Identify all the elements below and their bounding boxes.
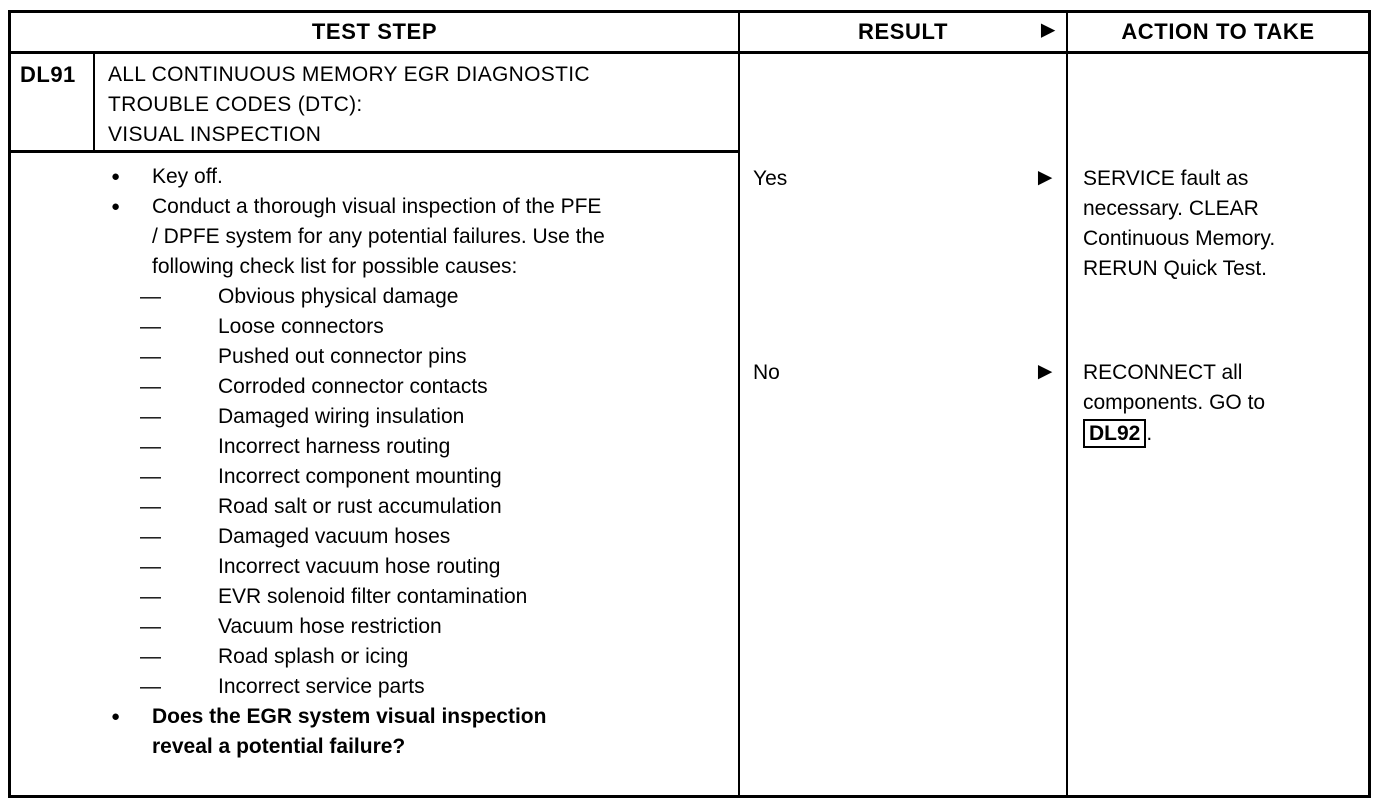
dash-icon: —: [140, 345, 161, 368]
checklist-item-text: Pushed out connector pins: [218, 345, 467, 368]
step-title-row: DL91 ALL CONTINUOUS MEMORY EGR DIAGNOSTI…: [11, 54, 738, 153]
checklist-item-text: Incorrect service parts: [218, 675, 425, 698]
bullet-icon: ●: [111, 708, 121, 725]
dash-icon: —: [140, 375, 161, 398]
table-header-row: TEST STEP RESULT ► ACTION TO TAKE: [11, 13, 1368, 54]
step-title: ALL CONTINUOUS MEMORY EGR DIAGNOSTIC TROU…: [95, 54, 590, 150]
column-header-result: RESULT ►: [738, 13, 1066, 51]
checklist-item: — Damaged wiring insulation: [140, 402, 738, 432]
result-no-row: No ►: [753, 358, 1057, 388]
action-no-prefix: RECONNECT all components. GO to: [1083, 361, 1266, 414]
dash-icon: —: [140, 675, 161, 698]
checklist-item-text: Loose connectors: [218, 315, 384, 338]
checklist-item-text: Incorrect harness routing: [218, 435, 451, 458]
step-id: DL91: [11, 54, 95, 150]
step-title-line: VISUAL INSPECTION: [108, 123, 322, 146]
action-no-text: RECONNECT all components. GO to DL92.: [1083, 358, 1315, 449]
step-title-line: ALL CONTINUOUS MEMORY EGR DIAGNOSTIC: [108, 63, 590, 86]
result-header-label: RESULT: [858, 19, 948, 44]
dash-icon: —: [140, 615, 161, 638]
step-link-dl92: DL92: [1083, 419, 1147, 448]
checklist-item-text: Vacuum hose restriction: [218, 615, 442, 638]
result-header-arrow-icon: ►: [1036, 16, 1060, 44]
dash-icon: —: [140, 645, 161, 668]
question-bullet: ● Does the EGR system visual inspection …: [111, 702, 738, 762]
step-instructions: ● Key off. ● Conduct a thorough visual i…: [11, 153, 738, 762]
column-header-action: ACTION TO TAKE: [1066, 13, 1368, 51]
checklist-item: — Obvious physical damage: [140, 282, 738, 312]
checklist-item: — Pushed out connector pins: [140, 342, 738, 372]
result-no-label: No: [753, 361, 780, 384]
instruction-text: Key off.: [152, 165, 223, 188]
test-step-header-label: TEST STEP: [311, 19, 438, 44]
checklist-item-text: Damaged wiring insulation: [218, 405, 465, 428]
action-yes-text: SERVICE fault as necessary. CLEAR Contin…: [1083, 167, 1276, 280]
instruction-bullet: ● Conduct a thorough visual inspection o…: [111, 192, 738, 282]
checklist-item-text: Road salt or rust accumulation: [218, 495, 502, 518]
bullet-icon: ●: [111, 198, 121, 215]
checklist-item-text: Incorrect component mounting: [218, 465, 502, 488]
pinpoint-test-table: TEST STEP RESULT ► ACTION TO TAKE DL91 A…: [8, 10, 1371, 798]
checklist-item: — Incorrect component mounting: [140, 462, 738, 492]
result-yes-label: Yes: [753, 167, 788, 190]
checklist-item: — Damaged vacuum hoses: [140, 522, 738, 552]
checklist: — Obvious physical damage — Loose connec…: [11, 282, 738, 702]
checklist-item-text: Road splash or icing: [218, 645, 409, 668]
checklist-item: — Corroded connector contacts: [140, 372, 738, 402]
dash-icon: —: [140, 315, 161, 338]
instruction-bullet-list: ● Key off. ● Conduct a thorough visual i…: [11, 162, 738, 282]
checklist-item: — EVR solenoid filter contamination: [140, 582, 738, 612]
checklist-item: — Road splash or icing: [140, 642, 738, 672]
question-text: Does the EGR system visual inspection re…: [152, 705, 547, 758]
instruction-text: Conduct a thorough visual inspection of …: [152, 195, 605, 278]
action-header-label: ACTION TO TAKE: [1121, 19, 1315, 44]
checklist-item-text: Damaged vacuum hoses: [218, 525, 451, 548]
result-yes-row: Yes ►: [753, 164, 1057, 194]
dash-icon: —: [140, 285, 161, 308]
checklist-item: — Incorrect vacuum hose routing: [140, 552, 738, 582]
yes-arrow-icon: ►: [1033, 164, 1057, 191]
checklist-item-text: Incorrect vacuum hose routing: [218, 555, 501, 578]
dash-icon: —: [140, 465, 161, 488]
checklist-item: — Incorrect service parts: [140, 672, 738, 702]
test-step-cell: DL91 ALL CONTINUOUS MEMORY EGR DIAGNOSTI…: [11, 54, 738, 795]
table-body: DL91 ALL CONTINUOUS MEMORY EGR DIAGNOSTI…: [11, 54, 1368, 795]
dash-icon: —: [140, 495, 161, 518]
checklist-item: — Incorrect harness routing: [140, 432, 738, 462]
checklist-item-text: Corroded connector contacts: [218, 375, 488, 398]
checklist-item: — Road salt or rust accumulation: [140, 492, 738, 522]
checklist-item: — Loose connectors: [140, 312, 738, 342]
instruction-bullet: ● Key off.: [111, 162, 738, 192]
result-cell: Yes ► No ►: [738, 54, 1066, 795]
no-arrow-icon: ►: [1033, 358, 1057, 385]
dash-icon: —: [140, 435, 161, 458]
column-header-test-step: TEST STEP: [11, 13, 738, 51]
dash-icon: —: [140, 525, 161, 548]
action-cell: SERVICE fault as necessary. CLEAR Contin…: [1066, 54, 1368, 795]
dash-icon: —: [140, 585, 161, 608]
dash-icon: —: [140, 405, 161, 428]
dash-icon: —: [140, 555, 161, 578]
checklist-item: — Vacuum hose restriction: [140, 612, 738, 642]
step-title-line: TROUBLE CODES (DTC):: [108, 93, 363, 116]
checklist-item-text: Obvious physical damage: [218, 285, 459, 308]
action-no-suffix: .: [1146, 422, 1153, 445]
checklist-item-text: EVR solenoid filter contamination: [218, 585, 528, 608]
bullet-icon: ●: [111, 168, 121, 185]
